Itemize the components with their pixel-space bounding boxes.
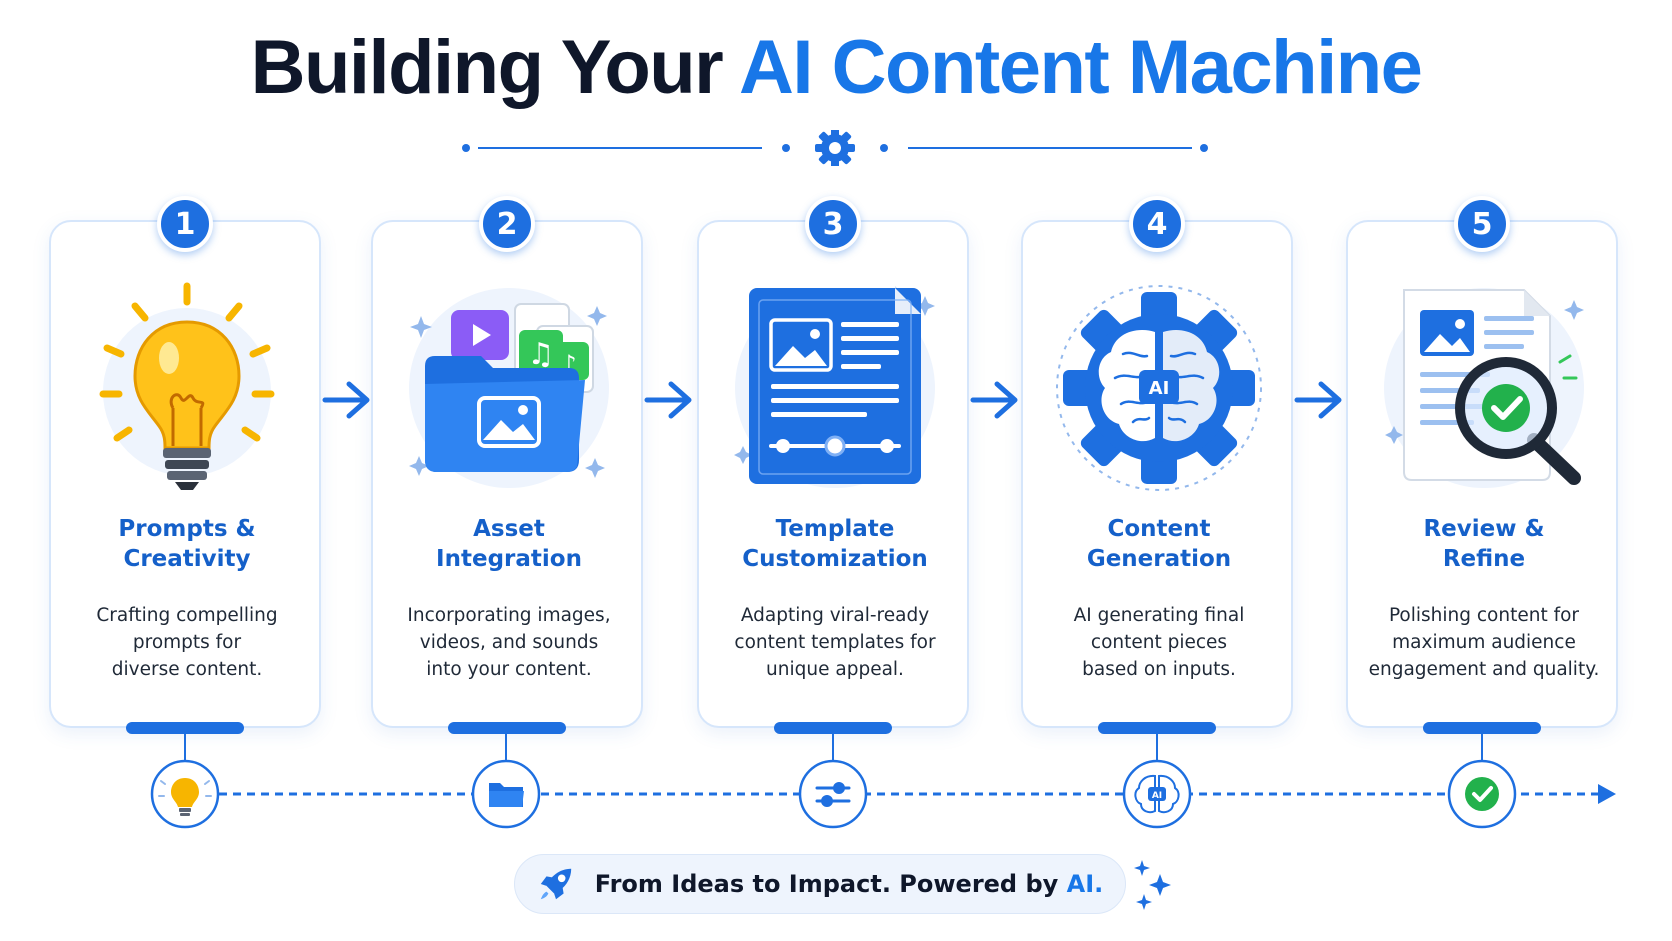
step-description: Polishing content for maximum audience e…: [1368, 605, 1600, 680]
page-title: Building Your AI Content Machine: [0, 30, 1672, 106]
ai-brain-gear-icon: AI: [1056, 285, 1262, 491]
step-title: Template Customization: [742, 516, 928, 572]
title-divider: [462, 130, 1208, 166]
lightbulb-icon: [99, 282, 275, 490]
step-number-badge: 1: [157, 196, 213, 252]
title-part-dark: Building Your: [250, 25, 724, 110]
step-card-4: 4 AI Content Generation AI: [1021, 196, 1293, 734]
step-card-2: 2 ♫ ♪ Asset Integration Incorporating im…: [371, 196, 643, 734]
step-title: Review & Refine: [1423, 516, 1545, 572]
ai-chip-label: AI: [1149, 378, 1170, 399]
step-title: Prompts & Creativity: [118, 516, 256, 572]
tagline-main: From Ideas to Impact. Powered by: [594, 870, 1059, 898]
sliders-icon: [815, 782, 851, 807]
arrow-right-icon: [1294, 381, 1342, 419]
card-tab: [126, 722, 244, 734]
card-tab: [774, 722, 892, 734]
sparkle-icon: [1134, 860, 1171, 910]
tagline-text: From Ideas to Impact. Powered by AI.: [595, 870, 1104, 898]
folder-icon: [489, 783, 524, 807]
card-tab: [1098, 722, 1216, 734]
svg-text:AI: AI: [1152, 791, 1162, 801]
step-description: Adapting viral-ready content templates f…: [734, 605, 936, 680]
step-card-3: 3 Template Customization Adapting viral-…: [697, 196, 969, 734]
step-number-badge: 2: [479, 196, 535, 252]
step-number-badge: 5: [1454, 196, 1510, 252]
media-folder-icon: ♫ ♪: [409, 288, 609, 488]
step-card-1: 1 Prompts & Creativity Crafting compelli…: [49, 196, 321, 734]
document-magnifier-check-icon: [1384, 288, 1584, 488]
gear-icon: [815, 130, 855, 166]
arrow-right-icon: [322, 381, 370, 419]
arrow-right-icon: [970, 381, 1018, 419]
card-tab: [448, 722, 566, 734]
card-tab: [1423, 722, 1541, 734]
step-title: Asset Integration: [436, 516, 582, 572]
step-number-badge: 3: [805, 196, 861, 252]
step-title: Content Generation: [1086, 516, 1232, 572]
rocket-icon: [540, 868, 571, 900]
check-icon: [1465, 777, 1499, 811]
step-number-badge: 4: [1129, 196, 1185, 252]
template-icon: [734, 286, 935, 488]
ai-brain-icon: AI: [1134, 774, 1180, 814]
step-description: Crafting compelling prompts for diverse …: [96, 605, 278, 680]
process-timeline: AI: [150, 730, 1616, 829]
arrow-right-icon: [644, 381, 692, 419]
title-part-accent: AI Content Machine: [739, 25, 1423, 110]
step-description: Incorporating images, videos, and sounds…: [407, 605, 611, 680]
step-description: AI generating final content pieces based…: [1073, 605, 1245, 680]
step-card-5: 5 Review & Refine Polishing content for …: [1346, 196, 1618, 734]
lightbulb-icon: [158, 778, 212, 816]
tagline-banner: From Ideas to Impact. Powered by AI.: [514, 854, 1126, 914]
tagline-accent: AI.: [1066, 870, 1104, 898]
